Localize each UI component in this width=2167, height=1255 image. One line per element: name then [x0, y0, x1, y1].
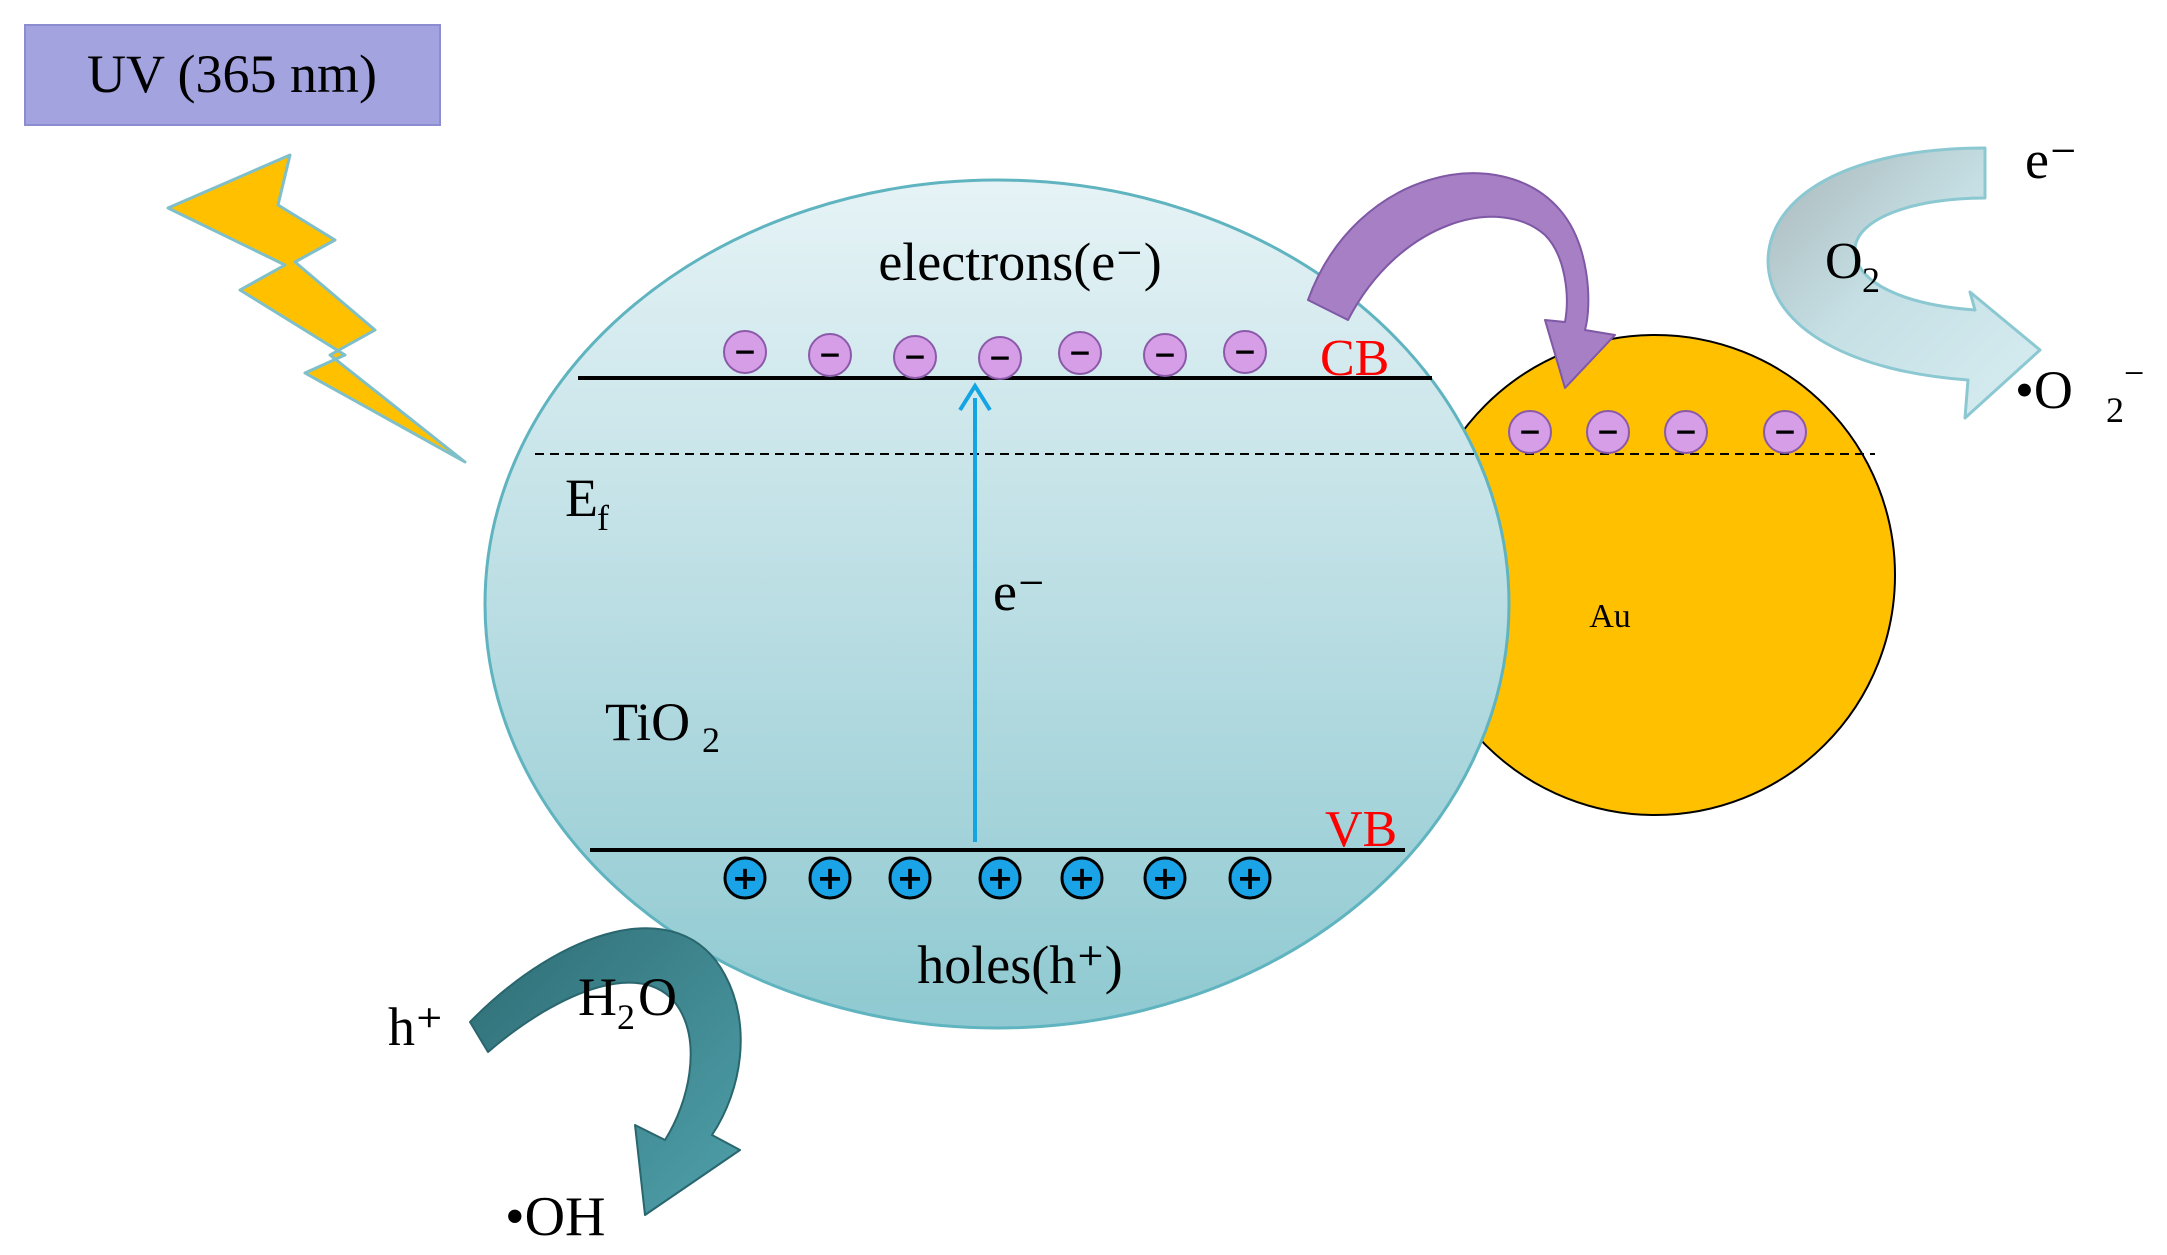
hole-label: h⁺ — [388, 997, 444, 1057]
au-electron: − — [1508, 410, 1552, 454]
oxygen-reactant-label: O 2 — [1825, 233, 1880, 300]
svg-text:E: E — [565, 468, 598, 528]
au-electron-sign: − — [1773, 415, 1796, 448]
cb-electron: − — [893, 335, 937, 379]
vb-hole-circle — [808, 856, 852, 900]
au-electrons: −−−− — [1508, 410, 1807, 454]
cb-electron: − — [1223, 330, 1267, 374]
cb-electron-sign: − — [903, 340, 926, 373]
au-electron: − — [1586, 410, 1630, 454]
water-oxidation-arrow — [469, 927, 742, 1216]
au-electron-sign: − — [1518, 415, 1541, 448]
superoxide-product-label: •O 2 − — [2015, 353, 2144, 430]
cb-electron-circle — [1058, 331, 1102, 375]
vb-hole-sign: + — [1237, 859, 1264, 897]
cb-electron-circle — [893, 335, 937, 379]
vb-hole-circle — [723, 856, 767, 900]
cb-electron-circle — [808, 333, 852, 377]
uv-label: UV (365 nm) — [87, 44, 377, 104]
cb-electron-sign: − — [818, 338, 841, 371]
vb-hole-sign: + — [817, 859, 844, 897]
vb-hole-circle — [1228, 856, 1272, 900]
tio2-label: TiO 2 — [605, 692, 720, 760]
au-electron-circle — [1763, 410, 1807, 454]
au-electron-circle — [1664, 410, 1708, 454]
svg-text:2: 2 — [617, 997, 635, 1037]
vb-hole-sign: + — [1152, 859, 1179, 897]
au-electron-sign: − — [1596, 415, 1619, 448]
cb-electron: − — [1058, 331, 1102, 375]
electrons-label: electrons(e⁻) — [878, 232, 1161, 292]
cb-electron: − — [978, 336, 1022, 380]
vb-hole-circle — [978, 856, 1022, 900]
cb-electron-circle — [1143, 333, 1187, 377]
lightning-bolt-icon — [166, 153, 467, 464]
au-label: Au — [1589, 598, 1631, 635]
vb-hole: + — [1228, 856, 1272, 900]
cb-electron-circle — [978, 336, 1022, 380]
svg-text:TiO: TiO — [605, 692, 690, 752]
cb-electron-sign: − — [1068, 336, 1091, 369]
svg-text:−: − — [2124, 353, 2144, 393]
cb-electron: − — [808, 333, 852, 377]
cb-electron-sign: − — [988, 341, 1011, 374]
svg-text:O: O — [1825, 233, 1863, 290]
svg-text:•O: •O — [2015, 360, 2073, 420]
excitation-arrow — [958, 382, 992, 842]
cb-electron-sign: − — [1153, 338, 1176, 371]
vb-label: VB — [1325, 801, 1397, 858]
cb-electron: − — [723, 330, 767, 374]
vb-hole-circle — [1060, 856, 1104, 900]
svg-text:2: 2 — [702, 720, 720, 760]
fermi-level-label: E f — [565, 468, 609, 538]
uv-label-box: UV (365 nm) — [24, 24, 441, 126]
vb-hole: + — [1060, 856, 1104, 900]
au-electron: − — [1664, 410, 1708, 454]
hydroxyl-product-label: •OH — [505, 1186, 606, 1248]
vb-hole-circle — [888, 856, 932, 900]
au-electron-circle — [1586, 410, 1630, 454]
vb-hole-circle — [1143, 856, 1187, 900]
vb-hole: + — [1143, 856, 1187, 900]
cb-label: CB — [1320, 330, 1389, 387]
svg-text:2: 2 — [1862, 260, 1880, 300]
vb-hole: + — [888, 856, 932, 900]
au-electron-sign: − — [1674, 415, 1697, 448]
oxygen-electron-label: e⁻ — [2025, 130, 2077, 190]
vb-hole: + — [808, 856, 852, 900]
au-electron: − — [1763, 410, 1807, 454]
vb-hole-sign: + — [732, 859, 759, 897]
au-electron-circle — [1508, 410, 1552, 454]
vb-hole: + — [723, 856, 767, 900]
electron-transfer-arrow — [1307, 172, 1616, 389]
cb-electron-circle — [723, 330, 767, 374]
vb-hole: + — [978, 856, 1022, 900]
cb-electron-circle — [1223, 330, 1267, 374]
svg-text:H: H — [578, 967, 617, 1027]
holes-label: holes(h⁺) — [917, 935, 1122, 995]
vb-hole-sign: + — [897, 859, 924, 897]
cb-electron-sign: − — [1233, 335, 1256, 368]
vb-hole-sign: + — [1069, 859, 1096, 897]
excitation-electron-label: e⁻ — [993, 562, 1045, 622]
vb-hole-sign: + — [987, 859, 1014, 897]
tio2-particle — [483, 178, 1511, 1030]
vb-holes: + + + + + + + — [723, 856, 1272, 900]
water-reactant-label: H 2 O — [578, 967, 677, 1037]
svg-text:f: f — [597, 498, 609, 538]
svg-text:2: 2 — [2106, 390, 2124, 430]
cb-electron: − — [1143, 333, 1187, 377]
cb-electron-sign: − — [733, 335, 756, 368]
svg-text:O: O — [638, 967, 677, 1027]
oxygen-reduction-arrow — [1766, 146, 2042, 420]
cb-electrons: −−−−−−− — [723, 330, 1267, 380]
